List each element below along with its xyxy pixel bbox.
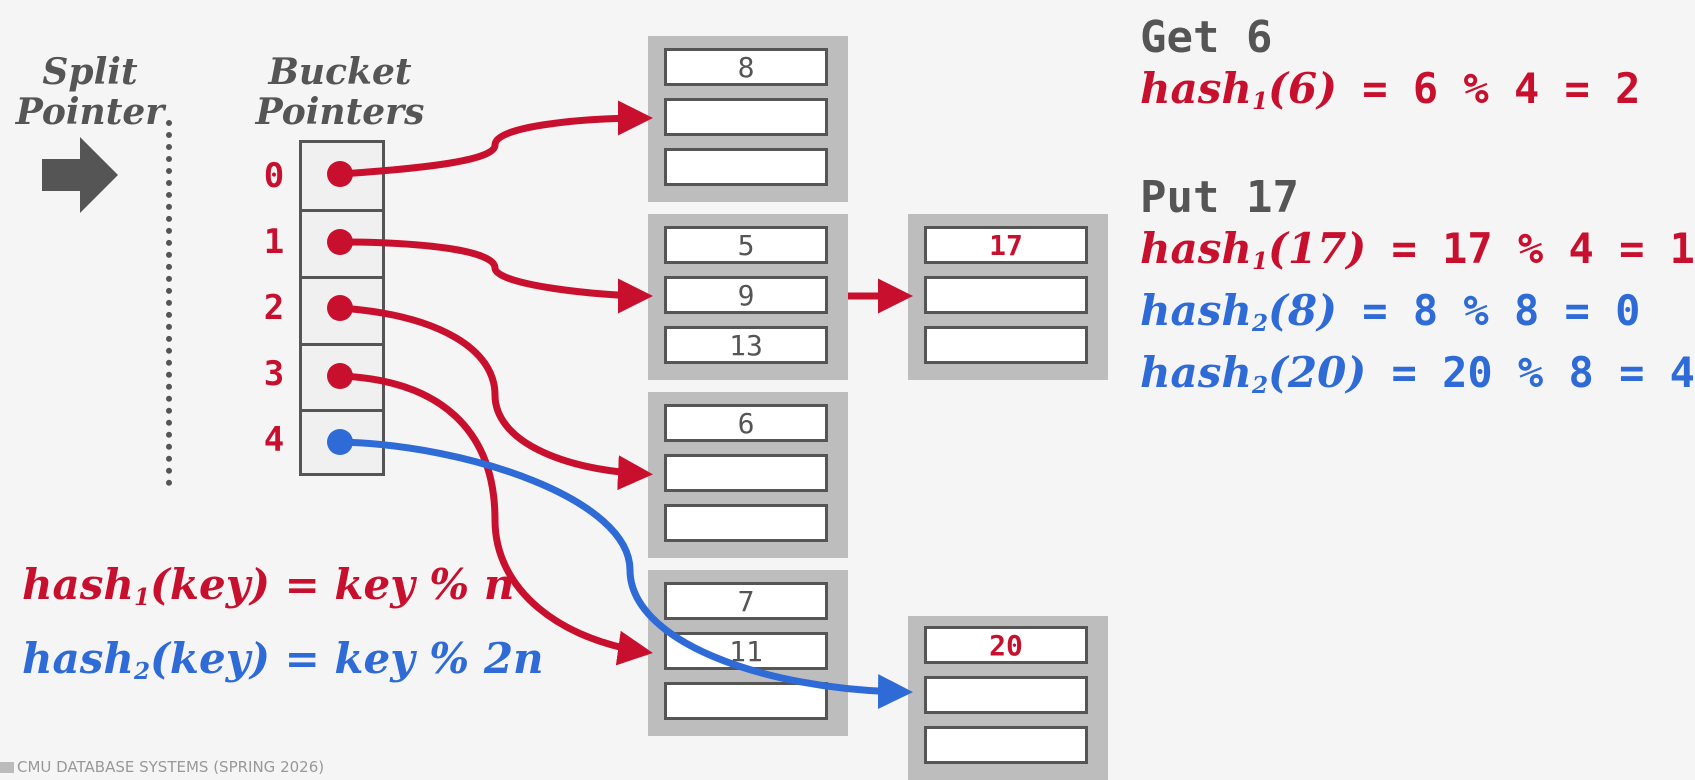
bucket-pointers-label: Bucket Pointers — [255, 52, 425, 132]
bucket-slot — [664, 454, 828, 492]
bucket-slot: 5 — [664, 226, 828, 264]
op-fn: hash — [1140, 348, 1252, 397]
bucket-slot — [924, 326, 1088, 364]
split-pointer-label: Split Pointer — [10, 52, 170, 132]
op-get-line: hash1(6) = 6 % 4 = 2 — [1140, 64, 1640, 127]
split-pointer-divider — [166, 120, 172, 486]
bucket-slot: 8 — [664, 48, 828, 86]
op-fn: hash — [1140, 64, 1252, 113]
formula-fn: hash — [22, 560, 134, 609]
bucket-slot — [664, 682, 828, 720]
op-rhs: = 20 % 8 = 4 — [1366, 348, 1695, 397]
bucket-pointers-label-line1: Bucket — [268, 51, 412, 93]
op-put-line-1: hash1(17) = 17 % 4 = 1 — [1140, 224, 1695, 287]
formula-sub: 1 — [133, 583, 151, 611]
bucket-slot: 20 — [924, 626, 1088, 664]
index-label: 2 — [263, 288, 285, 328]
hash2-formula: hash2(key) = key % 2n — [22, 634, 544, 697]
new-bucket-20: 20 — [908, 616, 1108, 780]
pointer-0-arrow — [339, 100, 653, 178]
split-pointer-arrow-icon — [42, 137, 118, 213]
pointer-dot-1 — [327, 229, 353, 255]
op-fn: hash — [1140, 224, 1252, 273]
pointer-3-arrow — [339, 372, 653, 666]
bucket-slot: 13 — [664, 326, 828, 364]
formula-arg: (key) — [150, 634, 270, 683]
bucket-1: 5 9 13 — [648, 214, 848, 380]
bucket-slot: 9 — [664, 276, 828, 314]
hash1-formula: hash1(key) = key % n — [22, 560, 514, 623]
op-arg: (20) — [1268, 348, 1367, 397]
footer: CMU DATABASE SYSTEMS (SPRING 2026) — [0, 758, 324, 776]
op-arg: (17) — [1268, 224, 1367, 273]
bucket-3: 7 11 — [648, 570, 848, 736]
overflow-bucket-17: 17 — [908, 214, 1108, 380]
bucket-slot — [664, 148, 828, 186]
pointer-dot-0 — [327, 161, 353, 187]
split-pointer-label-line2: Pointer — [15, 91, 165, 133]
bucket-2: 6 — [648, 392, 848, 558]
formula-rhs: = key % 2n — [270, 634, 544, 683]
pointer-arrows — [327, 100, 913, 710]
op-arg: (8) — [1268, 286, 1337, 335]
pointer-dot-2 — [327, 295, 353, 321]
bucket-slot: 7 — [664, 582, 828, 620]
bucket-slot: 17 — [924, 226, 1088, 264]
op-put-line-3: hash2(20) = 20 % 8 = 4 — [1140, 348, 1695, 411]
op-get-title: Get 6 — [1140, 12, 1273, 63]
op-fn: hash — [1140, 286, 1252, 335]
op-rhs: = 17 % 4 = 1 — [1366, 224, 1695, 273]
pointer-2-arrow — [339, 304, 653, 491]
bucket-pointers-label-line2: Pointers — [255, 91, 425, 133]
pointer-4-arrow — [339, 438, 913, 710]
pointer-dots — [327, 161, 353, 455]
bucket-slot — [924, 726, 1088, 764]
op-sub: 2 — [1251, 371, 1269, 399]
bucket-slot — [924, 676, 1088, 714]
op-sub: 2 — [1251, 309, 1269, 337]
pointer-1-arrow — [339, 238, 653, 314]
bucket-slot — [924, 276, 1088, 314]
bucket-slot: 6 — [664, 404, 828, 442]
cmu-logo-icon — [0, 762, 14, 773]
formula-rhs: = key % n — [270, 560, 515, 609]
split-pointer-label-line1: Split — [42, 51, 138, 93]
op-sub: 1 — [1251, 247, 1269, 275]
op-put-title: Put 17 — [1140, 172, 1299, 223]
op-rhs: = 6 % 4 = 2 — [1336, 64, 1641, 113]
op-put-line-2: hash2(8) = 8 % 8 = 0 — [1140, 286, 1640, 349]
bucket-slot — [664, 98, 828, 136]
bucket-slot — [664, 504, 828, 542]
pointer-dot-4 — [327, 429, 353, 455]
formula-arg: (key) — [150, 560, 270, 609]
index-label: 0 — [263, 156, 285, 196]
op-rhs: = 8 % 8 = 0 — [1336, 286, 1641, 335]
formula-sub: 2 — [133, 657, 151, 685]
pointer-dot-3 — [327, 363, 353, 389]
formula-fn: hash — [22, 634, 134, 683]
index-label: 4 — [263, 420, 285, 460]
op-arg: (6) — [1268, 64, 1337, 113]
bucket-0: 8 — [648, 36, 848, 202]
op-sub: 1 — [1251, 87, 1269, 115]
footer-text: CMU DATABASE SYSTEMS (SPRING 2026) — [17, 758, 325, 776]
index-label: 1 — [263, 222, 285, 262]
index-label: 3 — [263, 354, 285, 394]
